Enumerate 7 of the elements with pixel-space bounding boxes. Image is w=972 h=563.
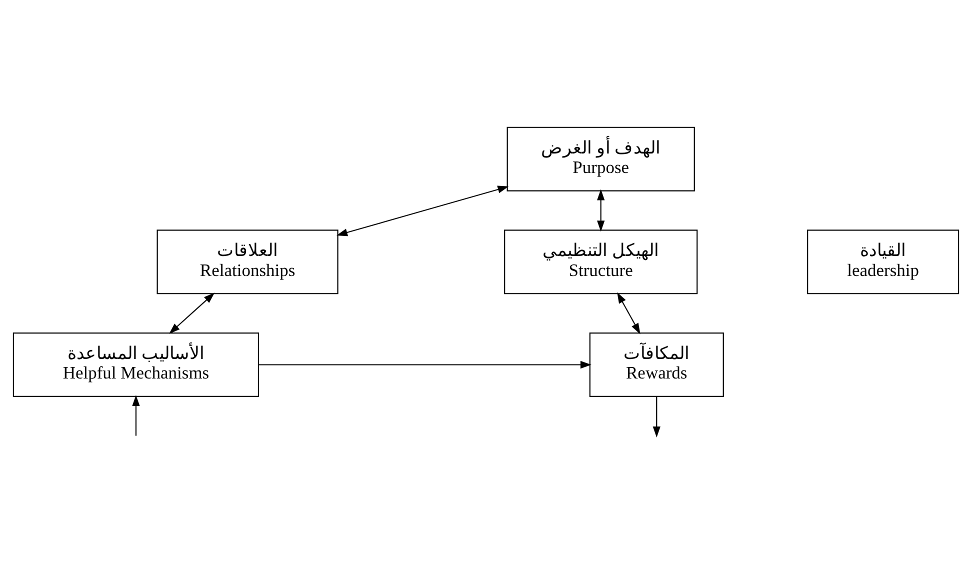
- arrow: [132, 394, 140, 436]
- arrow: [336, 185, 509, 236]
- arrow: [652, 396, 660, 437]
- arrow: [617, 292, 640, 334]
- arrow: [169, 292, 215, 334]
- arrow: [597, 188, 605, 232]
- arrow: [258, 360, 592, 368]
